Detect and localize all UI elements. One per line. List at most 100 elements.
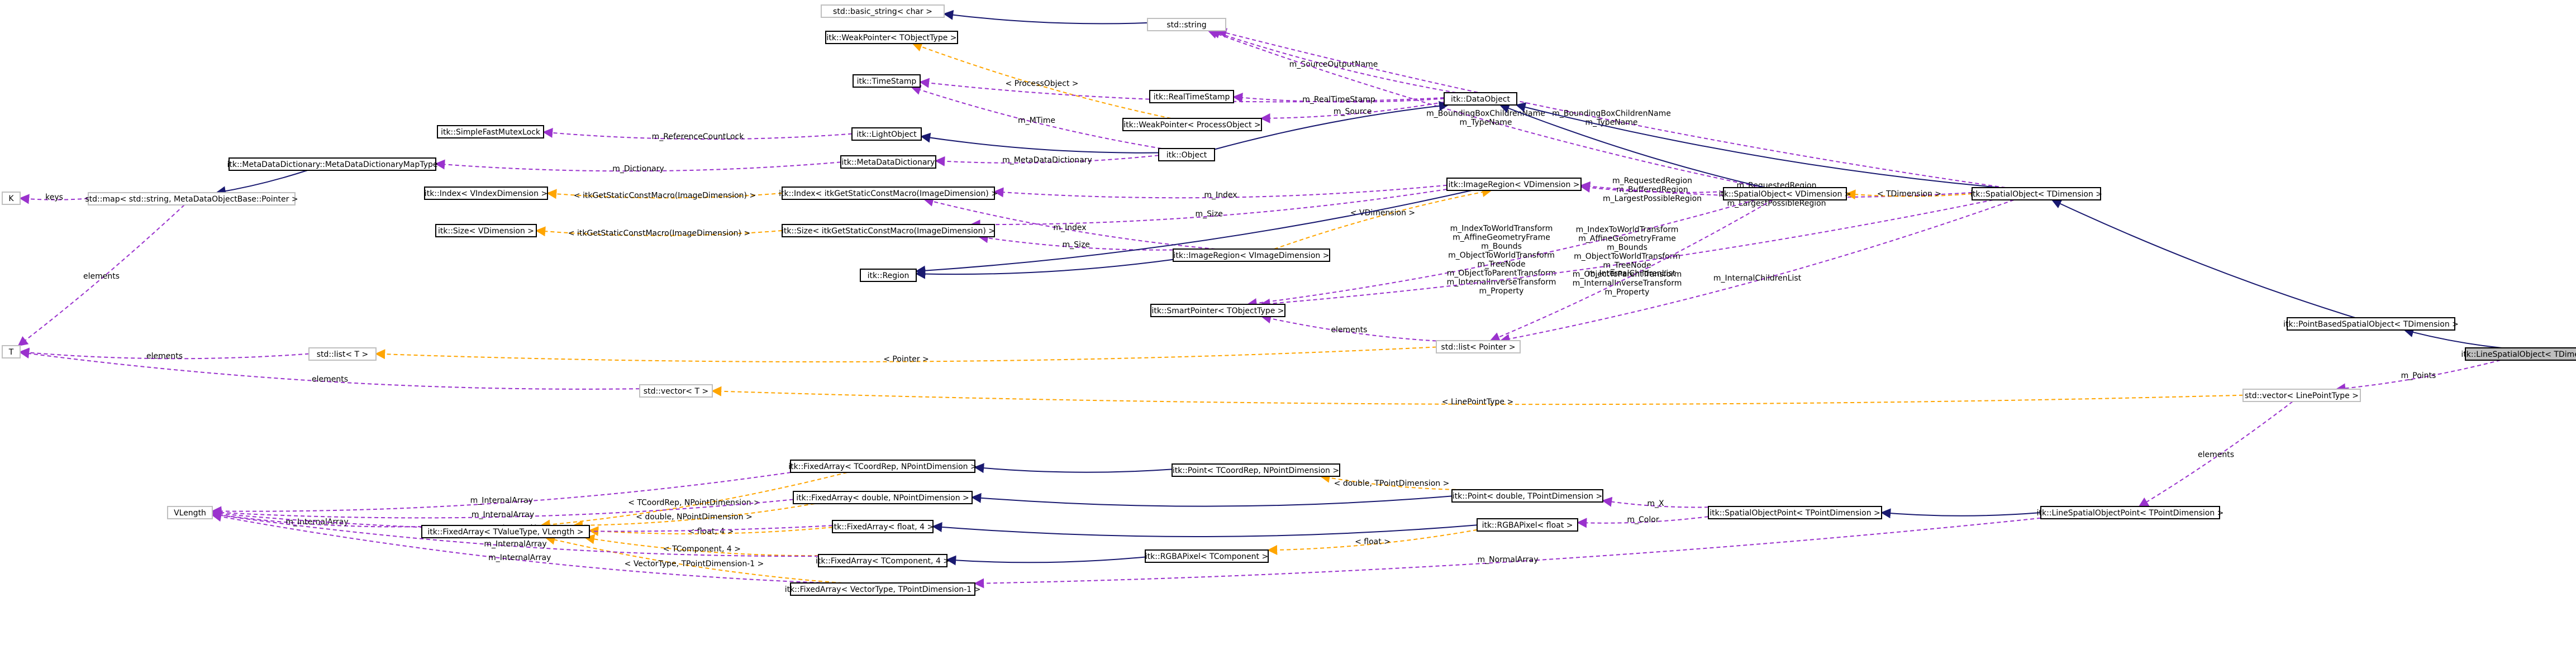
class-node-spatialobject-tdim[interactable]: itk::SpatialObject< TDimension > xyxy=(1970,187,2102,200)
class-node-t[interactable]: T xyxy=(2,345,21,358)
class-node-string[interactable]: std::string xyxy=(1147,18,1226,31)
class-node-size-vdim[interactable]: itk::Size< VDimension > xyxy=(435,224,537,237)
class-box[interactable] xyxy=(851,127,922,141)
class-node-linespatial[interactable]: itk::LineSpatialObject< TDimension > xyxy=(2461,347,2576,361)
class-box[interactable] xyxy=(421,525,590,538)
class-box[interactable] xyxy=(2287,317,2455,331)
class-node-list-pointer[interactable]: std::list< Pointer > xyxy=(1436,340,1521,353)
class-box[interactable] xyxy=(2,345,21,358)
class-box[interactable] xyxy=(308,347,377,361)
class-box[interactable] xyxy=(782,224,995,237)
class-box[interactable] xyxy=(1122,118,1262,131)
class-node-mddmaptype[interactable]: itk::MetaDataDictionary::MetaDataDiction… xyxy=(227,157,438,171)
class-node-vlength[interactable]: VLength xyxy=(167,506,213,519)
class-box[interactable] xyxy=(424,187,548,200)
class-node-linespatialpoint[interactable]: itk::LineSpatialObjectPoint< TPointDimen… xyxy=(2037,506,2224,519)
class-node-rgbapixel-float[interactable]: itk::RGBAPixel< float > xyxy=(1477,518,1578,532)
class-box[interactable] xyxy=(818,554,947,567)
class-box[interactable] xyxy=(228,157,436,171)
class-box[interactable] xyxy=(853,74,921,88)
class-box[interactable] xyxy=(1150,304,1285,317)
edge-lightobject-to-mutexlock: m_ReferenceCountLock xyxy=(542,127,853,141)
edge-dataobject-to-weak-process: m_Source xyxy=(1260,101,1445,123)
class-node-spatialobject-vdim[interactable]: itk::SpatialObject< VDimension > xyxy=(1718,187,1851,200)
class-node-fixedarray-tvalue[interactable]: itk::FixedArray< TValueType, VLength > xyxy=(421,525,590,538)
class-node-point-double[interactable]: itk::Point< double, TPointDimension > xyxy=(1451,489,1603,503)
class-box[interactable] xyxy=(860,269,917,282)
edge-line xyxy=(211,510,819,557)
class-box[interactable] xyxy=(1708,506,1882,519)
class-box[interactable] xyxy=(167,506,213,519)
edge-line xyxy=(584,534,819,557)
class-node-object[interactable]: itk::Object xyxy=(1158,148,1215,161)
class-box[interactable] xyxy=(1158,148,1215,161)
class-node-vector-line[interactable]: std::vector< LinePointType > xyxy=(2242,389,2361,402)
class-node-list-t[interactable]: std::list< T > xyxy=(308,347,377,361)
class-box[interactable] xyxy=(793,491,973,504)
class-node-smartpointer[interactable]: itk::SmartPointer< TObjectType > xyxy=(1150,304,1285,317)
class-node-rgbapixel-tcomp[interactable]: itk::RGBAPixel< TComponent > xyxy=(1145,549,1269,563)
class-node-fixedarray-double[interactable]: itk::FixedArray< double, NPointDimension… xyxy=(793,491,973,504)
edge-fixedarray-double-to-vlength: m_InternalArray xyxy=(211,499,794,519)
class-box[interactable] xyxy=(1723,187,1847,200)
edge-label: elements xyxy=(83,272,120,281)
class-label: itk::LineSpatialObjectPoint< TPointDimen… xyxy=(2037,509,2224,518)
class-node-lightobject[interactable]: itk::LightObject xyxy=(851,127,922,141)
class-box[interactable] xyxy=(1436,340,1521,353)
class-box[interactable] xyxy=(2465,347,2576,361)
class-node-pointbased[interactable]: itk::PointBasedSpatialObject< TDimension… xyxy=(2283,317,2459,331)
class-node-timestamp[interactable]: itk::TimeStamp xyxy=(853,74,921,88)
class-box[interactable] xyxy=(790,460,975,473)
class-box[interactable] xyxy=(437,125,544,138)
class-node-imageregion-vdim[interactable]: itk::ImageRegion< VDimension > xyxy=(1446,178,1582,191)
class-box[interactable] xyxy=(790,582,975,596)
class-box[interactable] xyxy=(639,384,713,398)
class-node-fixedarray-tcoord[interactable]: itk::FixedArray< TCoordRep, NPointDimens… xyxy=(788,460,977,473)
edge-point-double-to-fixedarray-double xyxy=(971,493,1453,507)
class-box[interactable] xyxy=(821,4,945,18)
class-node-index-itk[interactable]: itk::Index< itkGetStaticConstMacro(Image… xyxy=(779,187,998,200)
class-box[interactable] xyxy=(1149,90,1234,103)
class-node-dataobject[interactable]: itk::DataObject xyxy=(1444,92,1517,106)
class-box[interactable] xyxy=(1446,178,1582,191)
class-node-k[interactable]: K xyxy=(2,192,21,205)
class-node-weak-process[interactable]: itk::WeakPointer< ProcessObject > xyxy=(1122,118,1262,131)
class-box[interactable] xyxy=(88,192,296,205)
edge-line xyxy=(375,346,1437,363)
class-node-mdd[interactable]: itk::MetaDataDictionary xyxy=(840,155,936,169)
class-box[interactable] xyxy=(825,31,958,44)
class-box[interactable] xyxy=(1147,18,1226,31)
class-node-fixedarray-vector[interactable]: itk::FixedArray< VectorType, TPointDimen… xyxy=(785,582,981,596)
class-box[interactable] xyxy=(1451,489,1603,503)
class-box[interactable] xyxy=(1444,92,1517,106)
class-box[interactable] xyxy=(1972,187,2101,200)
class-node-spatialobjectpoint[interactable]: itk::SpatialObjectPoint< TPointDimension… xyxy=(1708,506,1882,519)
class-label: itk::SimpleFastMutexLock xyxy=(441,128,541,137)
class-node-fixedarray-tcomp[interactable]: itk::FixedArray< TComponent, 4 > xyxy=(816,554,950,567)
nodes: std::basic_string< char >std::stringitk:… xyxy=(2,4,2576,596)
class-node-region[interactable]: itk::Region xyxy=(860,269,917,282)
class-box[interactable] xyxy=(782,187,995,200)
class-node-basic-string[interactable]: std::basic_string< char > xyxy=(821,4,945,18)
class-node-vector-t[interactable]: std::vector< T > xyxy=(639,384,713,398)
class-box[interactable] xyxy=(1477,518,1578,532)
class-node-index-vindex[interactable]: itk::Index< VIndexDimension > xyxy=(424,187,548,200)
edge-mddmaptype-to-map xyxy=(215,170,308,197)
class-box[interactable] xyxy=(435,224,537,237)
class-box[interactable] xyxy=(2,192,21,205)
class-node-weak-tobject[interactable]: itk::WeakPointer< TObjectType > xyxy=(825,31,958,44)
class-node-map[interactable]: std::map< std::string, MetaDataObjectBas… xyxy=(85,192,298,205)
class-node-size-itk[interactable]: itk::Size< itkGetStaticConstMacro(ImageD… xyxy=(782,224,995,237)
class-box[interactable] xyxy=(1172,463,1340,477)
class-box[interactable] xyxy=(2242,389,2361,402)
class-node-mutexlock[interactable]: itk::SimpleFastMutexLock xyxy=(437,125,544,138)
class-box[interactable] xyxy=(840,155,936,169)
class-box[interactable] xyxy=(1145,549,1269,563)
class-box[interactable] xyxy=(2040,506,2220,519)
class-box[interactable] xyxy=(1173,248,1330,262)
class-node-point-tcoord[interactable]: itk::Point< TCoordRep, NPointDimension > xyxy=(1172,463,1340,477)
class-box[interactable] xyxy=(832,520,934,533)
class-node-realtimestamp[interactable]: itk::RealTimeStamp xyxy=(1149,90,1234,103)
class-node-fixedarray-float[interactable]: itk::FixedArray< float, 4 > xyxy=(832,520,934,533)
class-node-imageregion-vimage[interactable]: itk::ImageRegion< VImageDimension > xyxy=(1173,248,1330,262)
